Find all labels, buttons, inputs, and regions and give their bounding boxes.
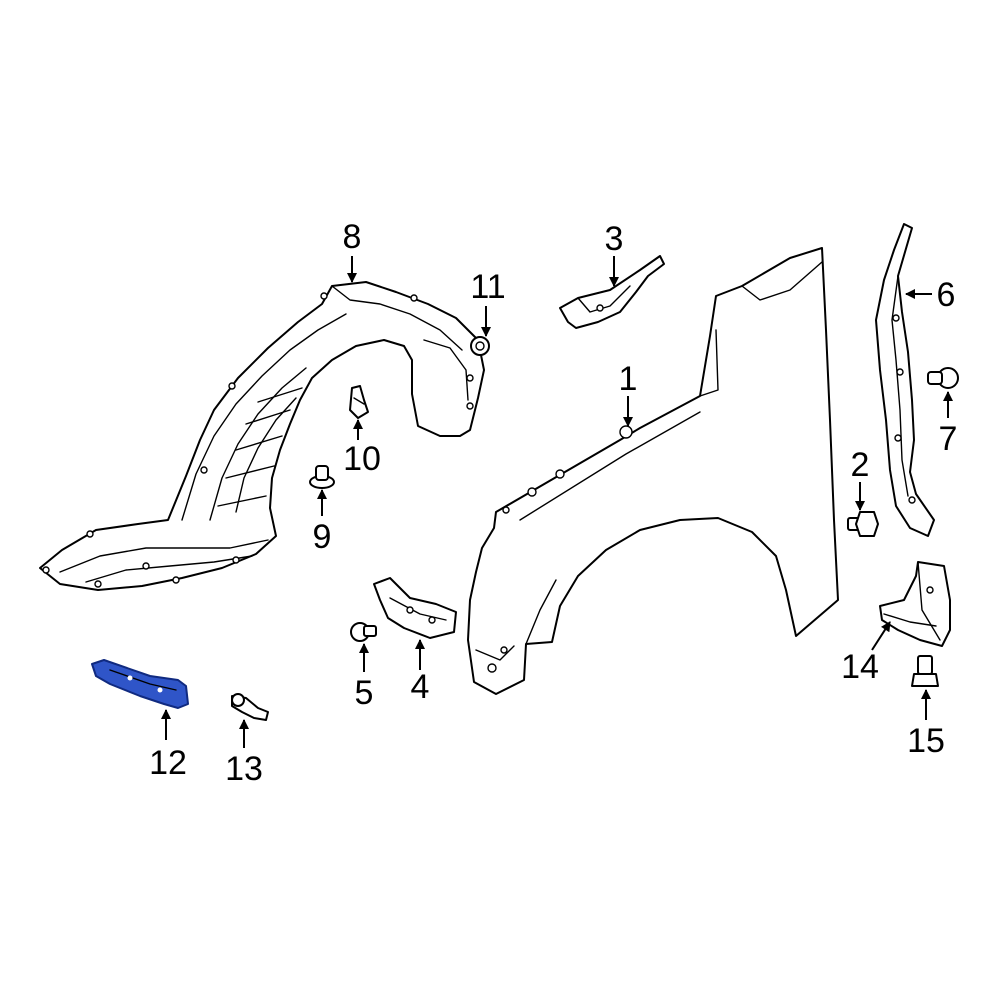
part-4-bracket[interactable] — [373, 577, 457, 639]
callout-15: 15 — [907, 722, 945, 760]
part-2-bolt[interactable] — [847, 511, 879, 537]
callout-3: 3 — [605, 220, 624, 258]
part-5-clip[interactable] — [350, 622, 377, 642]
callout-7: 7 — [939, 420, 958, 458]
callout-8: 8 — [343, 218, 362, 256]
callout-12: 12 — [149, 744, 187, 782]
callout-labels: 1 2 3 4 5 6 7 8 9 10 11 12 13 14 15 — [149, 218, 957, 788]
callout-1: 1 — [619, 360, 638, 398]
part-12-bracket-highlighted[interactable] — [91, 659, 189, 709]
part-11-clip[interactable] — [470, 336, 490, 356]
callout-9: 9 — [313, 518, 332, 556]
part-1-front-fender[interactable] — [467, 247, 839, 695]
callout-10: 10 — [343, 440, 381, 478]
part-13-rivet[interactable] — [231, 693, 269, 721]
callout-4: 4 — [411, 668, 430, 706]
leader-lines — [161, 256, 953, 748]
callout-13: 13 — [225, 750, 263, 788]
part-14-mud-guard[interactable] — [879, 561, 951, 647]
part-9-clip[interactable] — [309, 465, 335, 489]
callout-11: 11 — [470, 268, 505, 306]
part-6-seal-strip[interactable] — [875, 223, 935, 537]
callout-14: 14 — [841, 648, 879, 686]
part-3-bracket[interactable] — [559, 255, 665, 329]
part-10-clip[interactable] — [349, 385, 369, 419]
part-7-clip[interactable] — [927, 367, 959, 389]
callout-5: 5 — [355, 674, 374, 712]
callout-6: 6 — [937, 276, 956, 314]
part-8-fender-liner[interactable] — [39, 281, 485, 591]
callout-2: 2 — [851, 446, 870, 484]
part-15-bolt[interactable] — [911, 655, 939, 687]
